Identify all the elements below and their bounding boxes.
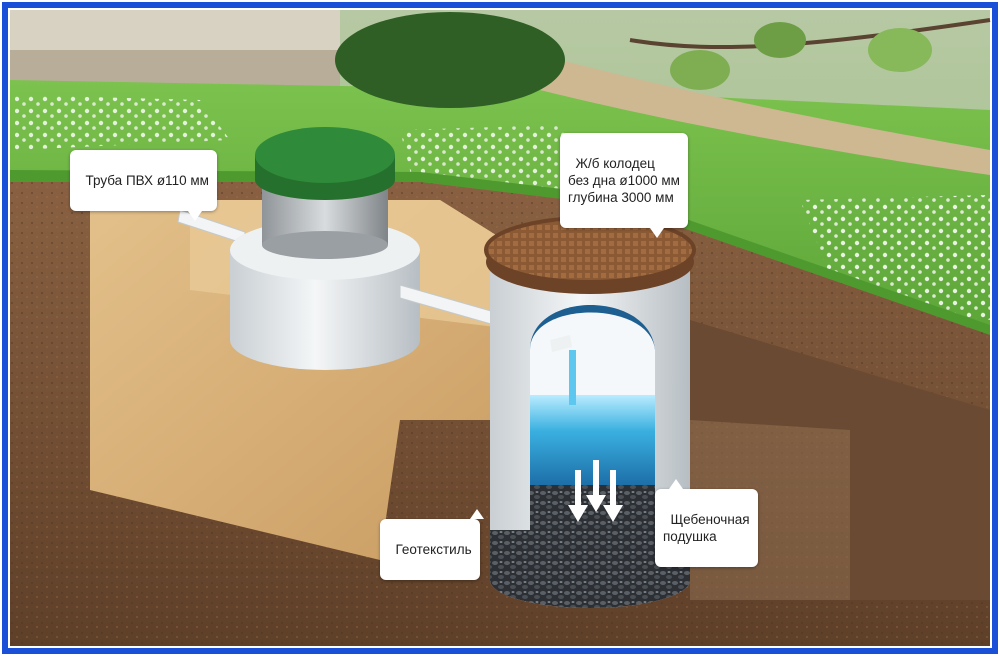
geotextile-label-text: Геотекстиль: [395, 542, 472, 557]
pipe-label-text: Труба ПВХ ø110 мм: [85, 173, 209, 188]
gravel-cushion-label-text: Щебеночная подушка: [663, 512, 750, 544]
pipe-label-pointer: [188, 211, 202, 221]
flow-arrow-3: [603, 470, 623, 522]
shrub: [335, 12, 565, 108]
gravel-cushion: [490, 530, 690, 608]
gravel-cushion-label: Щебеночная подушка: [655, 479, 758, 567]
leaf-3: [868, 28, 932, 72]
water-stream: [569, 350, 576, 405]
well-label-pointer: [650, 228, 664, 238]
house-wall: [10, 10, 340, 55]
pipe-label: Труба ПВХ ø110 мм: [70, 150, 217, 221]
flow-arrow-1: [568, 470, 588, 522]
inlet-spout: [550, 335, 572, 352]
flow-arrow-2: [586, 460, 606, 512]
leaf-1: [670, 50, 730, 90]
well-label: Ж/б колодец без дна ø1000 мм глубина 300…: [560, 133, 688, 238]
well-cutaway-air: [530, 312, 655, 395]
water-layer: [530, 395, 655, 485]
leaf-2: [754, 22, 806, 58]
geotextile-label-pointer: [470, 509, 484, 519]
gravel-cushion-label-pointer: [669, 479, 683, 489]
well-label-text: Ж/б колодец без дна ø1000 мм глубина 300…: [568, 156, 680, 205]
well-lid: [486, 218, 694, 282]
flowers-left: [15, 95, 230, 150]
garden-path: [540, 60, 990, 175]
septic-tank-lid: [255, 127, 395, 183]
septic-tank-neck-bottom: [262, 231, 388, 259]
geotextile-label: Геотекстиль: [380, 509, 484, 580]
trench-right: [690, 320, 990, 600]
